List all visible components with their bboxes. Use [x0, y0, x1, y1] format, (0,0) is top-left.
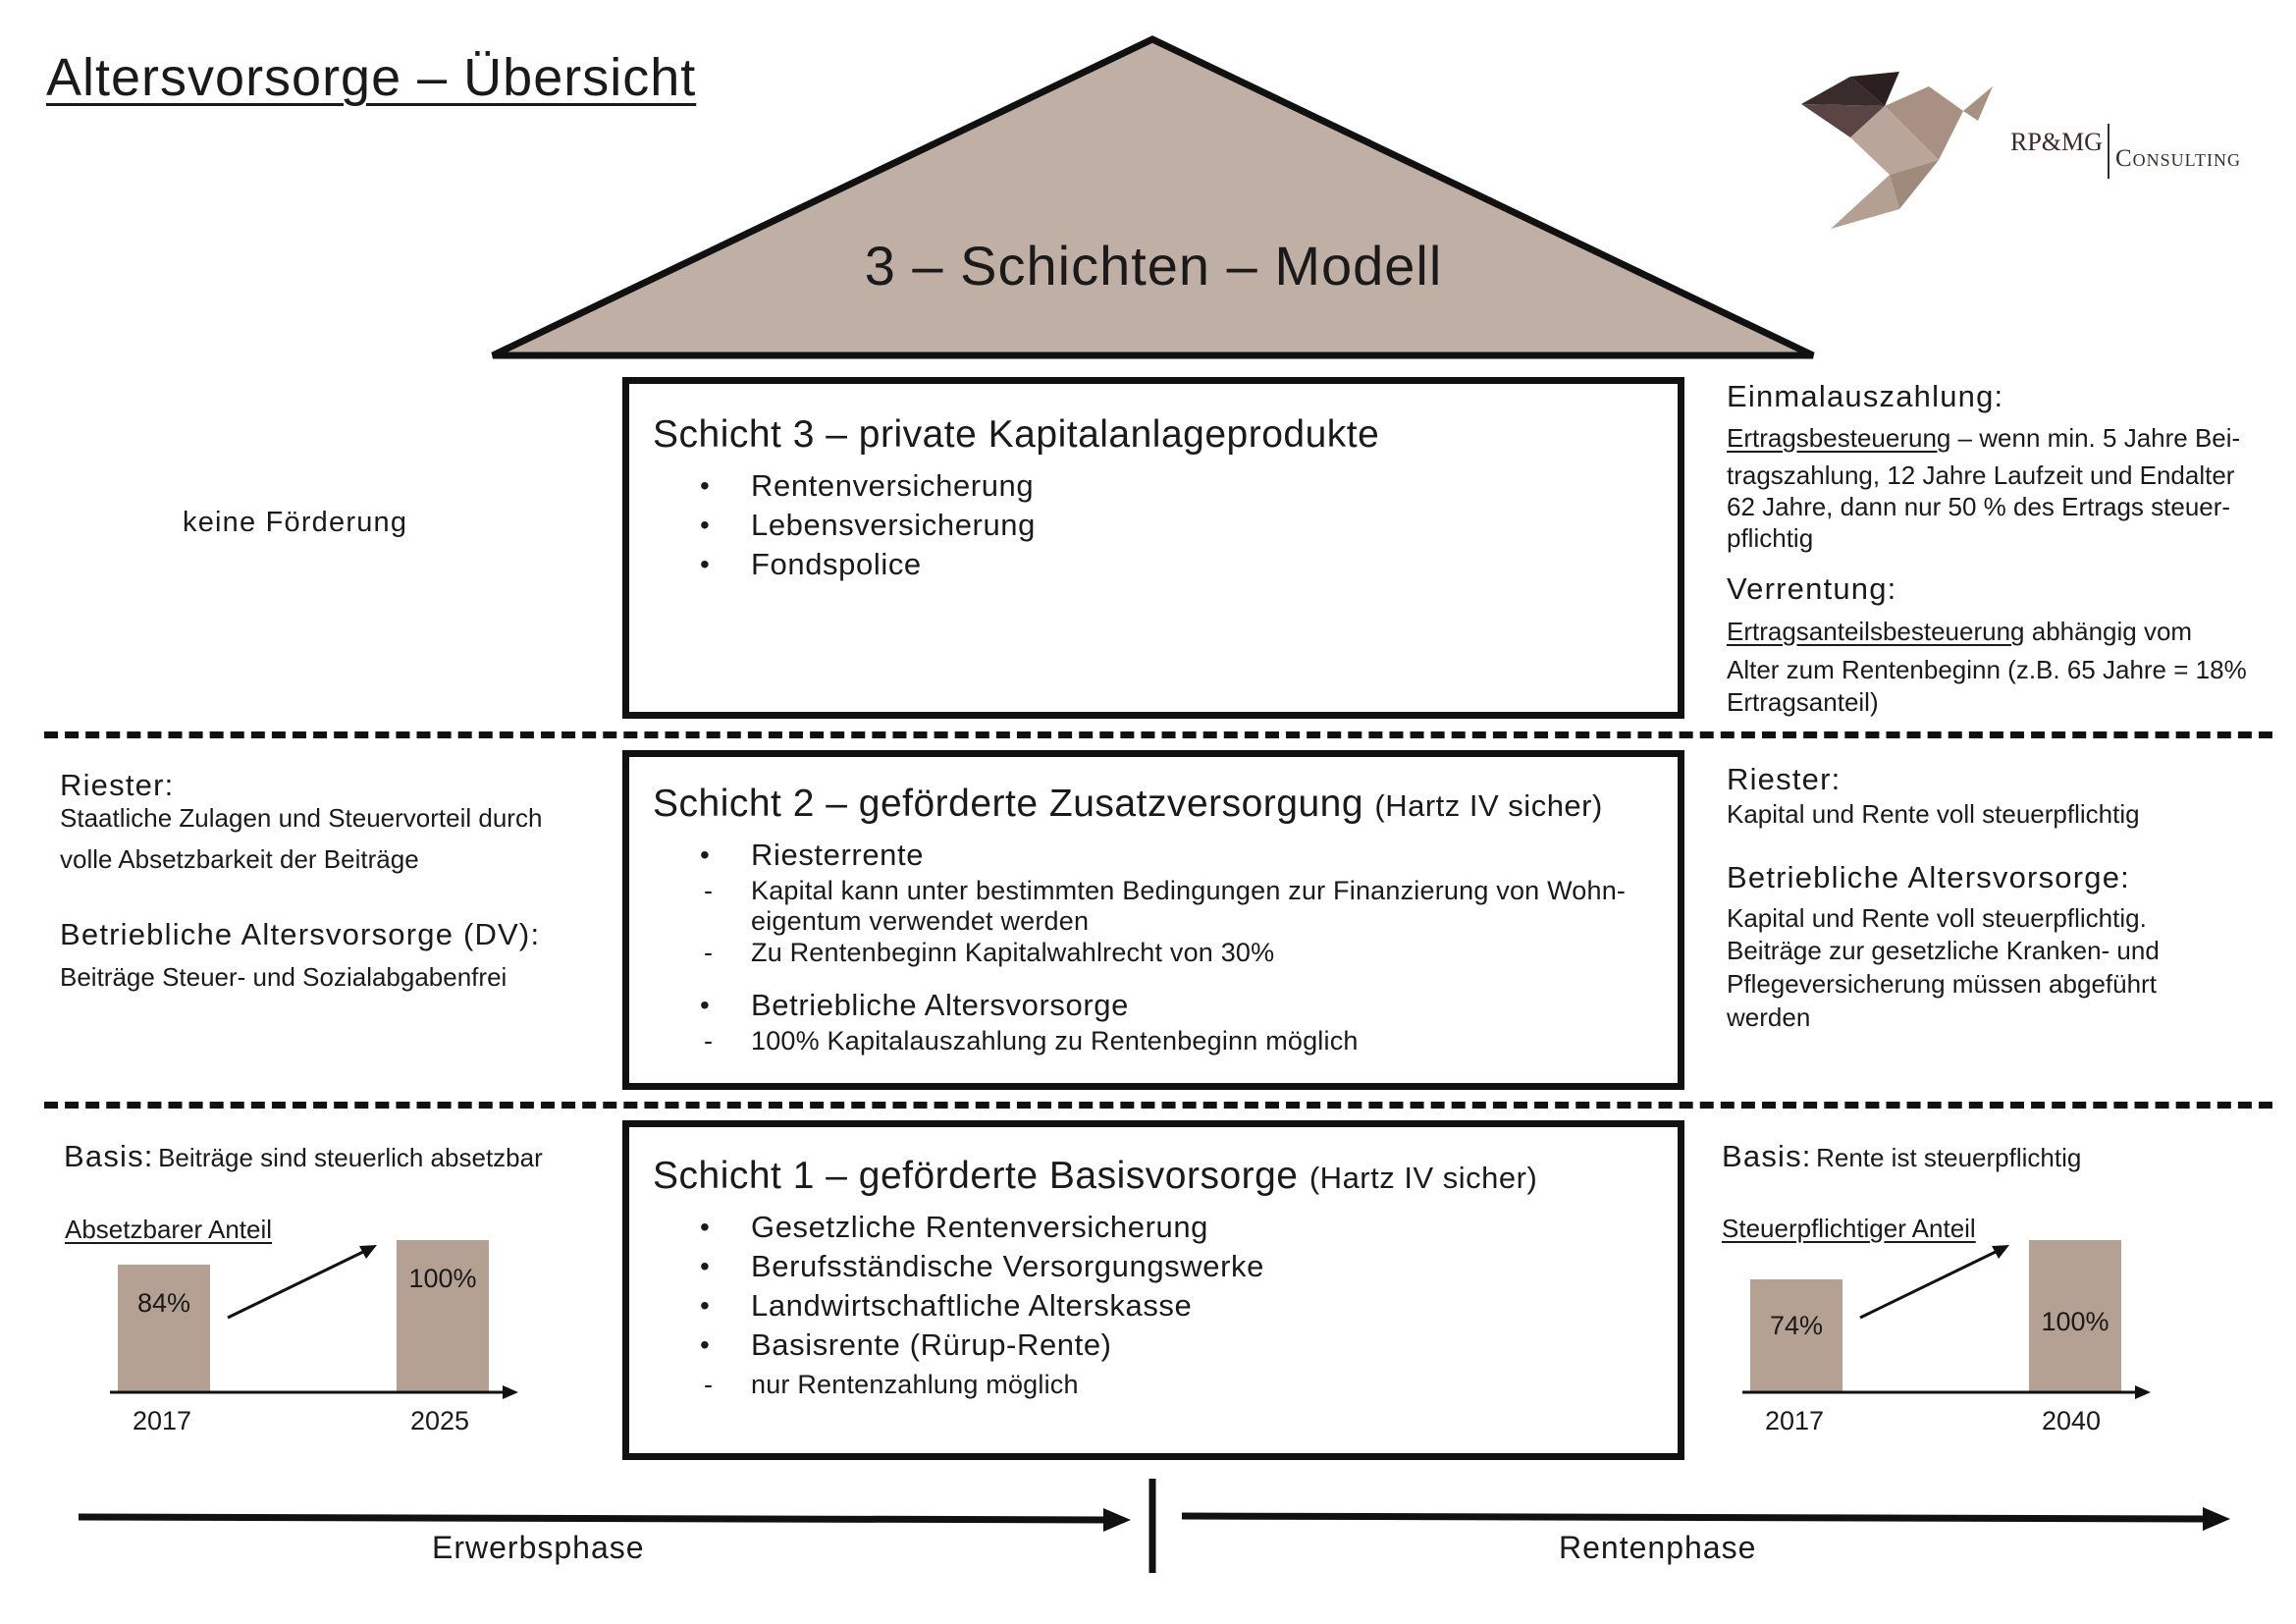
right-basis-heading: Basis: — [1722, 1139, 1812, 1173]
right-bav-text-1: Kapital und Rente voll steuerpflichtig. — [1727, 903, 2147, 933]
right-basis-text: Rente ist steuerpflichtig — [1816, 1143, 2082, 1172]
left-basis-text: Beiträge sind steuerlich absetzbar — [158, 1143, 543, 1172]
roof-title: 3 – Schichten – Modell — [864, 235, 1443, 297]
bar-value-label: 100% — [408, 1264, 477, 1293]
list-item: Gesetzliche Rentenversicherung — [653, 1208, 1678, 1247]
schicht-3-box: Schicht 3 – private Kapitalanlageprodukt… — [622, 377, 1684, 719]
left-bav-heading: Betriebliche Altersvorsorge (DV): — [60, 917, 541, 951]
right-axis-label-2017: 2017 — [1765, 1406, 1825, 1435]
right-einmal-text-4: pflichtig — [1727, 523, 1814, 553]
list-item: Rentenversicherung — [653, 466, 1678, 506]
left-basis-heading: Basis: — [64, 1139, 154, 1173]
left-riester-text-1: Staatliche Zulagen und Steuervorteil dur… — [60, 803, 543, 833]
list-item-continuation: eigentum verwendet werden — [751, 906, 1090, 936]
right-ertragsbesteuerung: Ertragsbesteuerung — [1727, 423, 1951, 453]
phase-label-renten: Rentenphase — [1559, 1530, 1757, 1565]
right-verrentung-line-1: Ertragsanteilsbesteuerung abhängig vom — [1727, 615, 2192, 648]
list-item: Riesterrente — [653, 836, 1678, 875]
schicht-1-title-text: Schicht 1 – geförderte Basisvorsorge — [653, 1155, 1299, 1197]
left-bar-2025: 100% — [397, 1240, 489, 1392]
right-verrentung-heading: Verrentung: — [1727, 571, 1897, 606]
left-riester-heading: Riester: — [60, 768, 175, 802]
left-axis-label-2017: 2017 — [133, 1406, 192, 1435]
roof-triangle — [491, 35, 1815, 359]
list-item: Betriebliche Altersvorsorge — [653, 986, 1678, 1025]
right-chart-axes — [1742, 1245, 2151, 1399]
schicht-1-box: Schicht 1 – geförderte Basisvorsorge (Ha… — [622, 1120, 1684, 1460]
right-einmal-text-1: – wenn min. 5 Jahre Bei- — [1950, 423, 2241, 453]
right-verrentung-text-3: Ertragsanteil) — [1727, 687, 1879, 717]
bar-value-label: 100% — [2041, 1307, 2109, 1336]
list-item: Landwirtschaftliche Alterskasse — [653, 1286, 1678, 1326]
phase-label-erwerb: Erwerbsphase — [432, 1530, 645, 1565]
right-riester-heading: Riester: — [1727, 762, 1842, 796]
schicht-2-title-note: (Hartz IV sicher) — [1374, 788, 1603, 823]
schicht-2-title-text: Schicht 2 – geförderte Zusatzversorgung — [653, 783, 1364, 825]
schicht-1-title: Schicht 1 – geförderte Basisvorsorge (Ha… — [653, 1155, 1678, 1198]
left-bar-2017: 84% — [118, 1265, 210, 1392]
left-chart-label: Absetzbarer Anteil — [65, 1215, 273, 1244]
list-item: Lebensversicherung — [653, 506, 1678, 545]
schicht-3-list: Rentenversicherung Lebensversicherung Fo… — [653, 466, 1678, 584]
schicht-1-list: Gesetzliche Rentenversicherung Berufsstä… — [653, 1208, 1678, 1400]
list-item: Fondspolice — [653, 545, 1678, 584]
logo-divider — [2108, 124, 2109, 179]
right-ertragsanteilsbesteuerung: Ertragsanteilsbesteuerung — [1727, 617, 2025, 646]
right-verrentung-text-2: Alter zum Rentenbeginn (z.B. 65 Jahre = … — [1727, 655, 2247, 684]
bird-logo-icon — [1801, 72, 1993, 229]
bar-value-label: 84% — [136, 1288, 191, 1318]
left-schicht-3-text: keine Förderung — [183, 507, 408, 538]
list-item: 100% Kapitalauszahlung zu Rentenbeginn m… — [653, 1025, 1678, 1056]
schicht-2-title: Schicht 2 – geförderte Zusatzversorgung … — [653, 783, 1678, 826]
right-bav-text-3: Pflegeversicherung müssen abgeführt — [1727, 969, 2157, 999]
left-basis-line: Basis: Beiträge sind steuerlich absetzba… — [64, 1139, 543, 1174]
right-einmal-text-3: 62 Jahre, dann nur 50 % des Ertrags steu… — [1727, 492, 2231, 521]
schicht-2-box: Schicht 2 – geförderte Zusatzversorgung … — [622, 750, 1684, 1090]
page-title: Altersvorsorge – Übersicht — [46, 48, 697, 107]
logo-text-left: RP&MG — [2010, 128, 2103, 156]
bar-value-label: 74% — [1769, 1311, 1824, 1340]
right-bav-text-2: Beiträge zur gesetzliche Kranken- und — [1727, 936, 2160, 965]
right-bar-2040: 100% — [2029, 1240, 2121, 1392]
right-einmal-line-1: Ertragsbesteuerung – wenn min. 5 Jahre B… — [1727, 421, 2240, 455]
right-verrentung-text-1: abhängig vom — [2024, 617, 2193, 646]
schicht-1-title-note: (Hartz IV sicher) — [1308, 1161, 1538, 1195]
left-bav-text: Beiträge Steuer- und Sozialabgabenfrei — [60, 962, 507, 992]
list-item: Basisrente (Rürup-Rente) — [653, 1326, 1678, 1365]
layer-divider-bottom — [44, 1102, 2272, 1109]
right-chart-label: Steuerpflichtiger Anteil — [1722, 1214, 1976, 1243]
schicht-3-title: Schicht 3 – private Kapitalanlageprodukt… — [653, 413, 1380, 456]
right-bav-heading: Betriebliche Altersvorsorge: — [1727, 860, 2130, 894]
logo-text-right: Consulting — [2115, 145, 2242, 172]
right-einmal-text-2: tragszahlung, 12 Jahre Laufzeit und Enda… — [1727, 460, 2235, 490]
list-item: nur Rentenzahlung möglich — [653, 1369, 1678, 1400]
phase-timeline — [78, 1479, 2230, 1573]
list-item: Berufsständische Versorgungswerke — [653, 1247, 1678, 1286]
list-item: Zu Rentenbeginn Kapitalwahlrecht von 30% — [653, 937, 1678, 968]
right-basis-line: Basis: Rente ist steuerpflichtig — [1722, 1139, 2081, 1174]
list-item: Kapital kann unter bestimmten Bedingunge… — [653, 875, 1678, 906]
right-bar-2017: 74% — [1750, 1279, 1842, 1392]
right-bav-text-4: werden — [1727, 1002, 1811, 1032]
right-axis-label-2040: 2040 — [2042, 1406, 2102, 1435]
left-chart-axes — [110, 1245, 518, 1399]
right-einmal-heading: Einmalauszahlung: — [1727, 379, 2004, 413]
left-axis-label-2025: 2025 — [410, 1406, 470, 1435]
right-riester-text: Kapital und Rente voll steuerpflichtig — [1727, 799, 2140, 829]
layer-divider-top — [44, 731, 2272, 738]
schicht-2-list: Riesterrente Kapital kann unter bestimmt… — [653, 836, 1678, 1056]
left-riester-text-2: volle Absetzbarkeit der Beiträge — [60, 844, 419, 874]
